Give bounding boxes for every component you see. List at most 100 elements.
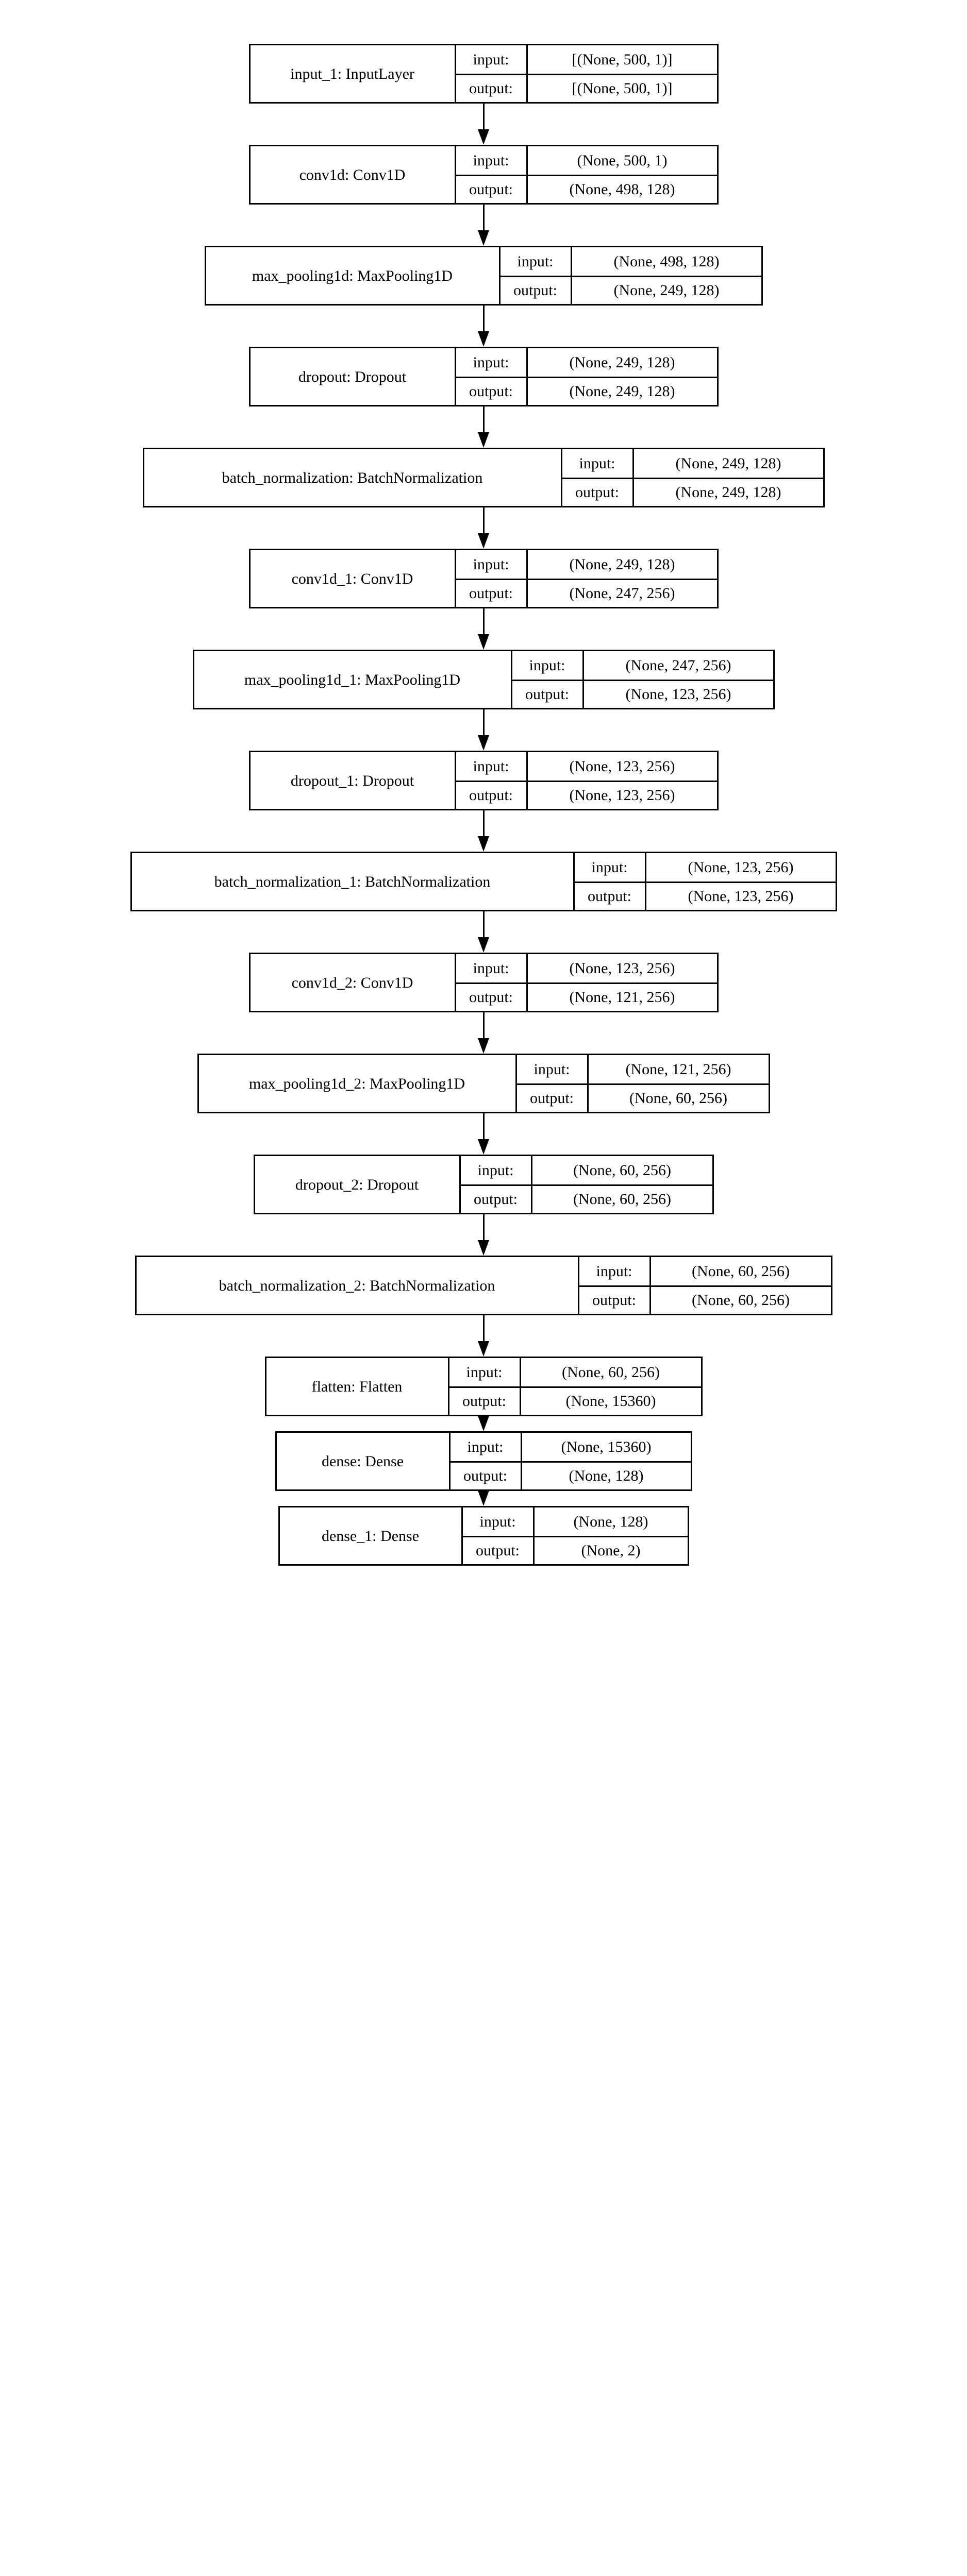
layer-io-table-max_pooling1d_1: input:(None, 247, 256)output:(None, 123,… [510,651,773,708]
edge-dense-to-dense_1 [476,1490,491,1506]
layer-io-table-conv1d_2: input:(None, 123, 256)output:(None, 121,… [454,954,717,1011]
output-label-flatten: output: [462,1393,506,1410]
layer-output-row-batch_normalization_1: output:(None, 123, 256) [574,882,836,910]
layer-input-row-dropout: input:(None, 249, 128) [456,348,717,377]
edge-line [482,205,485,231]
output-label-batch_normalization_1: output: [587,888,631,905]
output-label-batch_normalization: output: [575,484,619,501]
layer-io-table-max_pooling1d: input: (None, 498, 128)output:(None, 249,… [498,247,761,304]
output-label-dropout_2: output: [473,1191,518,1208]
output-label-input_1: output: [469,80,513,97]
layer-input-row-max_pooling1d_1: input: (None, 247, 256) [512,651,773,680]
input-label-batch_normalization: input: [579,454,615,472]
input-shape-conv1d: (None, 500, 1) [526,146,717,175]
output-label-conv1d_1: output: [469,585,513,602]
output-shape-batch_normalization: (None, 249, 128) [632,479,823,506]
edge-dropout_1-to-batch_normalization_1 [476,810,491,852]
layer-name-batch_normalization_2: batch_normalization_2: BatchNormalizatio… [219,1277,495,1294]
edge-batch_normalization-to-conv1d_1 [476,507,491,549]
layer-input-row-batch_normalization_1: input:(None, 123, 256) [575,853,836,882]
layer-io-table-conv1d_1: input:(None, 249, 128)output:(None, 247,… [454,550,717,607]
edge-line [482,709,485,736]
edge-line [482,406,485,433]
edge-max_pooling1d_2-to-dropout_2 [476,1113,491,1155]
edge-input_1-to-conv1d [476,104,491,145]
input-label-max_pooling1d_2: input: [533,1060,570,1078]
edge-line [482,810,485,837]
layer-node-dropout: dropout: Dropout input:(None, 249, 128) ou… [248,347,719,406]
output-label-conv1d_2: output: [469,989,513,1006]
arrowhead-icon [478,1341,489,1357]
input-label-dropout_2: input: [477,1161,514,1179]
input-shape-max_pooling1d_2: (None, 121, 256) [587,1055,769,1083]
arrowhead-icon [478,1038,489,1054]
input-label-conv1d_1: input: [473,555,509,573]
layer-input-row-conv1d_2: input:(None, 123, 256) [456,954,717,982]
layer-output-row-conv1d_1: output:(None, 247, 256) [456,579,717,607]
output-shape-max_pooling1d_1: (None, 123, 256) [582,681,773,708]
layer-input-row-conv1d: input:(None, 500, 1) [456,146,717,175]
layer-io-table-dropout_2: input: (None, 60, 256)output: (None, 60, 2… [459,1156,712,1213]
input-shape-max_pooling1d_1: (None, 247, 256) [582,651,773,680]
layer-input-row-conv1d_1: input:(None, 249, 128) [456,550,717,579]
layer-input-row-dropout_1: input: (None, 123, 256) [456,752,717,781]
layer-output-row-conv1d: output:(None, 498, 128) [456,175,717,203]
output-label-conv1d: output: [469,181,513,198]
layer-output-row-dropout_2: output: (None, 60, 256) [460,1184,712,1213]
output-shape-dropout: (None, 249, 128) [526,378,717,405]
layer-io-table-max_pooling1d_2: input: (None, 121, 256) output: (None, 60, … [515,1055,769,1112]
layer-input-row-input_1: input:[(None, 500, 1)] [456,45,717,74]
input-label-max_pooling1d: input: [517,252,554,270]
output-label-batch_normalization_2: output: [592,1292,636,1309]
edge-line [482,1012,485,1039]
arrowhead-icon [478,836,489,852]
input-label-dense_1: input: [479,1513,516,1530]
layer-io-table-dense_1: input: (None, 128) output: (None, 2) [461,1507,688,1564]
edge-flatten-to-dense [476,1416,491,1431]
layer-name-conv1d: conv1d: Conv1D [299,166,406,183]
edge-line [482,608,485,635]
layer-output-row-max_pooling1d: output:(None, 249, 128) [500,276,761,304]
layer-io-table-batch_normalization_2: input:(None, 60, 256)output:(None, 60, 2… [577,1257,831,1314]
output-shape-input_1: [(None, 500, 1)] [526,75,717,102]
input-shape-dense_1: (None, 128) [532,1507,688,1536]
layer-io-table-dropout_1: input:(None, 123, 256)output:(None, 123,… [454,752,717,809]
edge-line [482,104,485,130]
edge-line [482,1113,485,1140]
layer-name-dropout: dropout: Dropout [298,368,407,385]
layer-io-table-input_1: input:[(None, 500, 1)] output: [(None, 500… [454,45,717,102]
input-label-dropout_1: input: [473,757,509,775]
layer-name-max_pooling1d_2: max_pooling1d_2: MaxPooling1D [248,1075,465,1092]
output-shape-dropout_2: (None, 60, 256) [530,1186,712,1213]
input-label-max_pooling1d_1: input: [529,656,565,674]
output-shape-max_pooling1d_2: (None, 60, 256) [587,1085,769,1112]
output-shape-dense: (None, 128) [520,1463,691,1489]
edge-max_pooling1d-to-dropout [476,306,491,347]
output-shape-dropout_1: (None, 123, 256) [526,782,717,809]
output-shape-flatten: (None, 15360) [519,1388,701,1415]
edge-dropout_2-to-batch_normalization_2 [476,1214,491,1256]
output-label-dense_1: output: [475,1542,520,1559]
layer-input-row-batch_normalization: input: (None, 249, 128) [562,449,823,478]
layer-name-dropout_2: dropout_2: Dropout [295,1176,419,1193]
layer-name-input_1: input_1: InputLayer [290,65,414,82]
output-label-dropout: output: [469,383,513,400]
arrowhead-icon [478,1139,489,1155]
input-shape-dropout_1: (None, 123, 256) [526,752,717,781]
output-shape-dense_1: (None, 2) [532,1537,688,1564]
output-label-max_pooling1d: output: [513,282,557,299]
output-label-max_pooling1d_2: output: [529,1090,574,1107]
edge-line [482,306,485,332]
layer-input-row-flatten: input:(None, 60, 256) [449,1358,701,1386]
input-shape-max_pooling1d: (None, 498, 128) [570,247,761,276]
layer-node-batch_normalization_2: batch_normalization_2: BatchNormalizatio… [135,1256,832,1315]
layer-input-row-batch_normalization_2: input:(None, 60, 256) [579,1257,831,1285]
input-shape-batch_normalization: (None, 249, 128) [632,449,823,478]
